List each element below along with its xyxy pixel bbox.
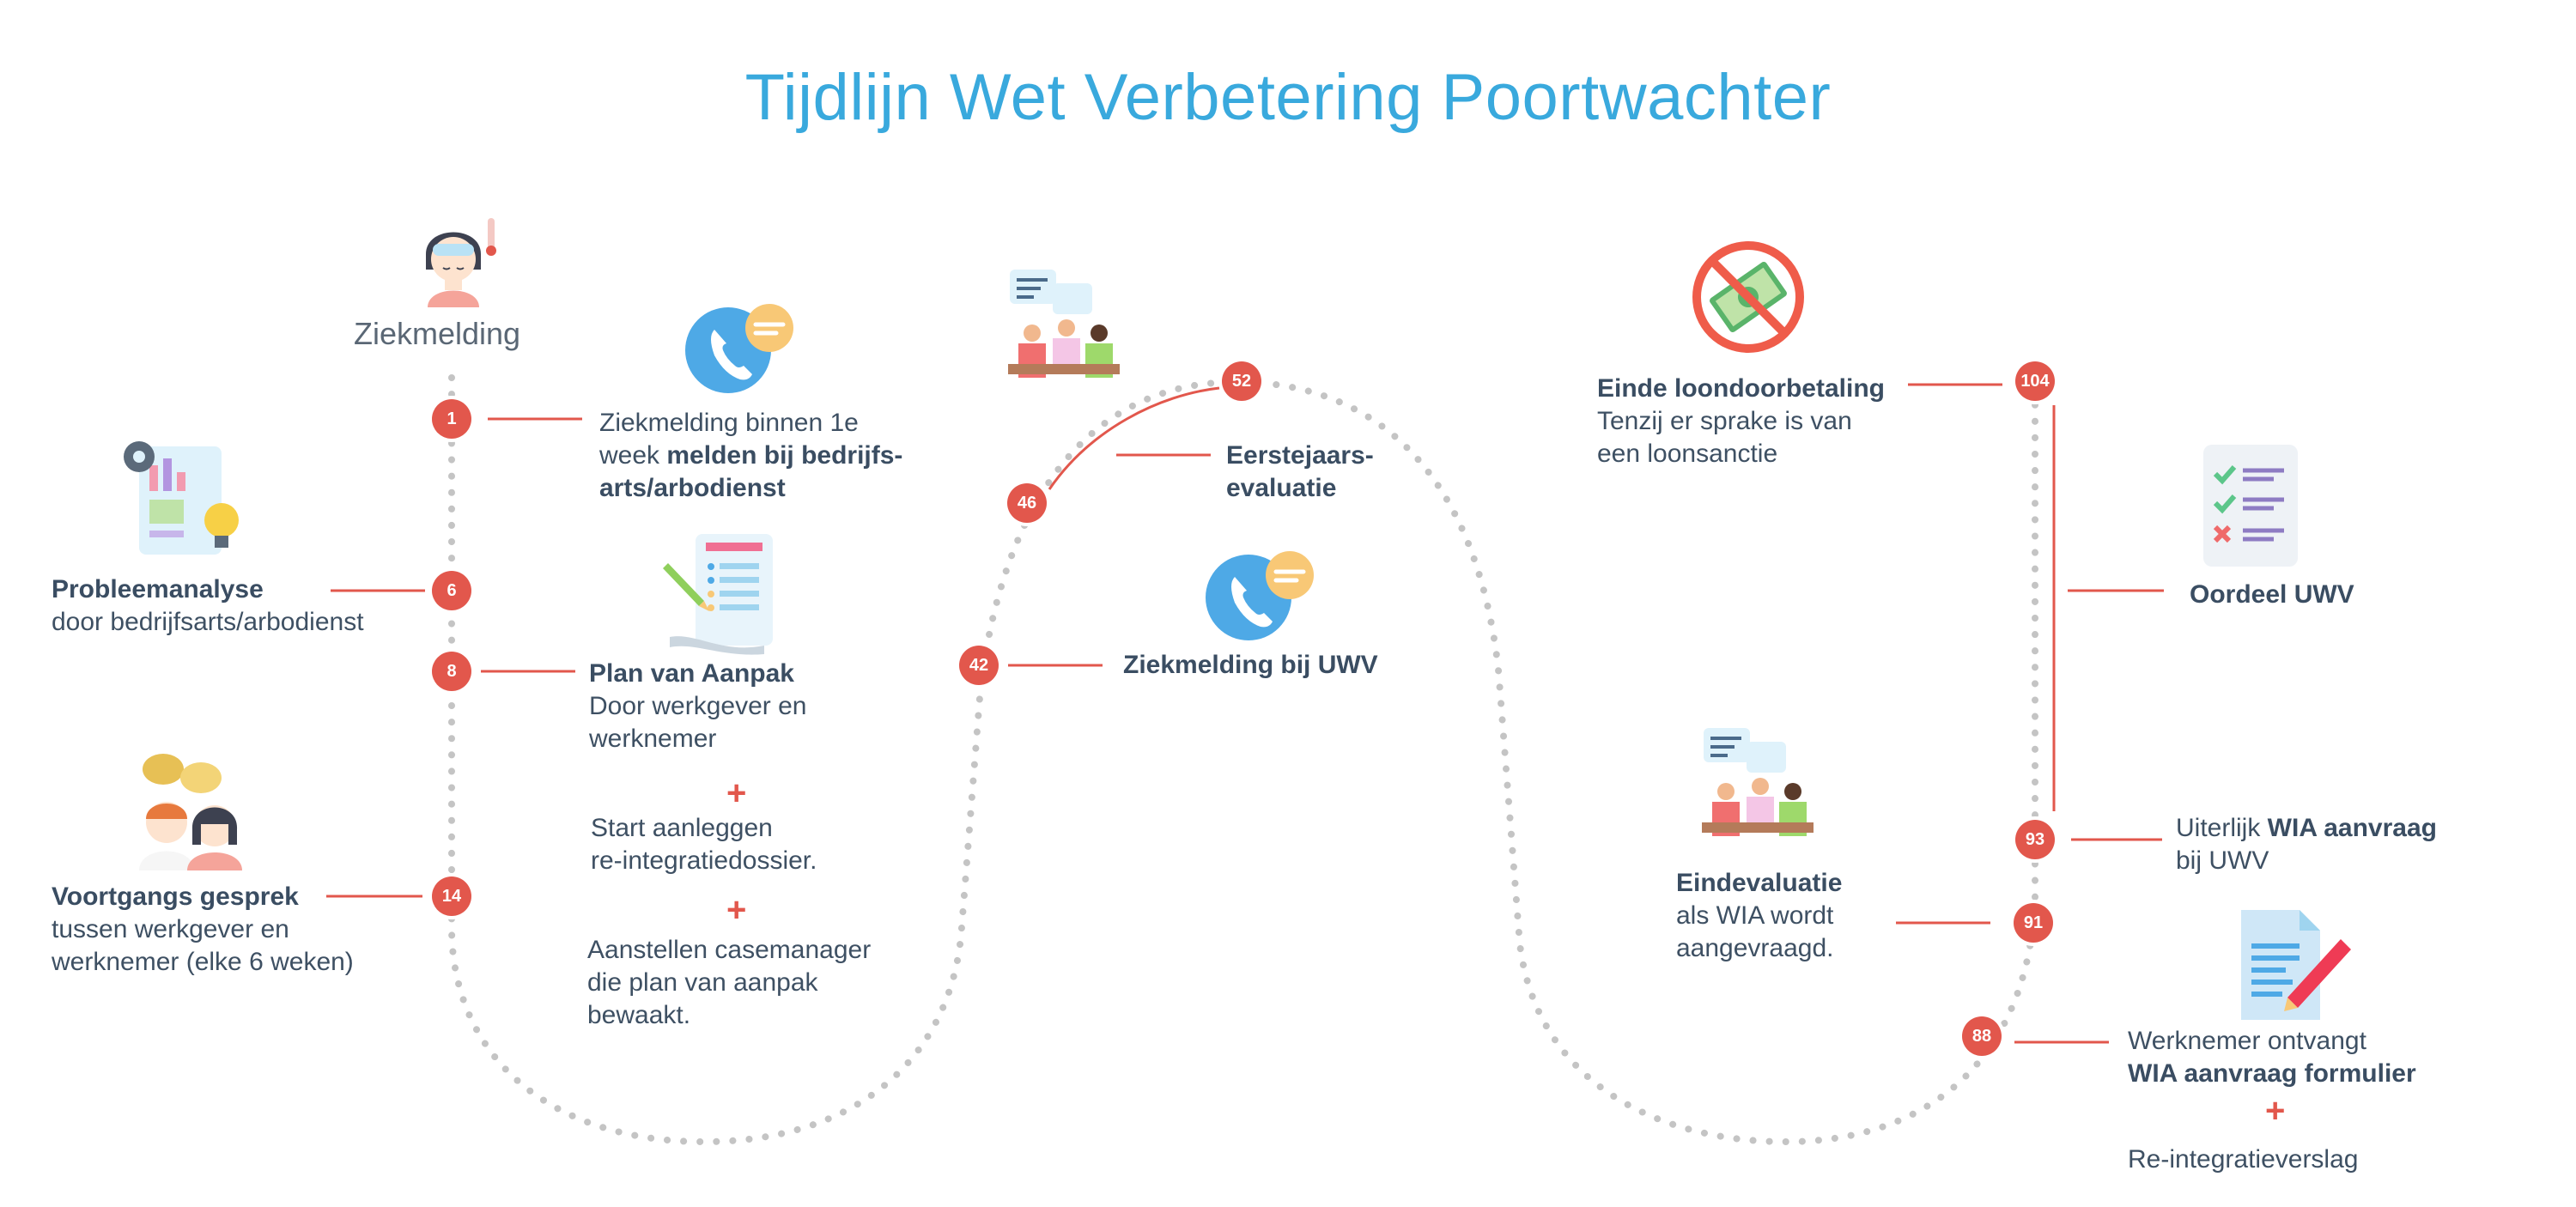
plus-sign: + — [2265, 1092, 2286, 1130]
week-88-node: 88 — [1962, 1016, 2002, 1056]
step-oordeel-uwv: Oordeel UWV — [2190, 580, 2354, 609]
week-91-node: 91 — [2014, 903, 2053, 943]
week-93-node: 93 — [2015, 820, 2055, 859]
form-pen-icon — [2241, 910, 2351, 1020]
step-week-14: Voortgangs gesprek tussen werkgever en w… — [52, 883, 354, 976]
meeting-icon — [1008, 270, 1120, 378]
sick-person-icon — [426, 218, 496, 307]
step-week-91: Eindevaluatie als WIA wordt aangevraagd. — [1676, 869, 1843, 962]
checklist-icon — [2203, 445, 2298, 567]
week-6-node: 6 — [432, 571, 471, 610]
start-label: Ziekmelding — [354, 316, 521, 351]
no-money-icon — [1692, 241, 1804, 353]
week-52-node: 52 — [1222, 361, 1261, 401]
week-14-node: 14 — [432, 876, 471, 916]
page-title: Tijdlijn Wet Verbetering Poortwachter — [744, 61, 1832, 134]
problem-analysis-icon — [124, 441, 239, 555]
week-8-node: 8 — [432, 652, 471, 691]
phone-call-icon-2 — [1206, 551, 1314, 640]
step-week-1: Ziekmelding binnen 1e week melden bij be… — [599, 409, 903, 502]
step-week-52: Eerstejaars- evaluatie — [1226, 441, 1374, 502]
step-week-104: Einde loondoorbetaling Tenzij er sprake … — [1597, 374, 1885, 468]
week-42-node: 42 — [959, 646, 999, 685]
step-week-42: Ziekmelding bij UWV — [1123, 651, 1378, 679]
step-week-93: Uiterlijk WIA aanvraag bij UWV — [2176, 814, 2437, 875]
step-week-88: Werknemer ontvangt WIA aanvraag formulie… — [2128, 1027, 2416, 1088]
week-1-node: 1 — [432, 399, 471, 439]
week-46-node: 46 — [1007, 483, 1047, 523]
plus-sign: + — [726, 774, 747, 812]
step-week-88-verslag: Re-integratieverslag — [2128, 1145, 2359, 1174]
step-week-8-dossier: Start aanleggen re-integratiedossier. — [591, 814, 817, 875]
phone-call-icon — [685, 304, 793, 393]
step-week-8-casemanager: Aanstellen casemanager die plan van aanp… — [587, 936, 872, 1029]
plus-sign: + — [726, 891, 747, 929]
step-week-8: Plan van Aanpak Door werkgever en werkne… — [589, 659, 807, 753]
step-week-6: Probleemanalyse door bedrijfsarts/arbodi… — [52, 575, 364, 636]
plan-document-icon — [663, 534, 773, 655]
conversation-icon — [139, 754, 242, 870]
meeting-icon-2 — [1702, 728, 1814, 836]
week-104-node: 104 — [2015, 361, 2055, 401]
